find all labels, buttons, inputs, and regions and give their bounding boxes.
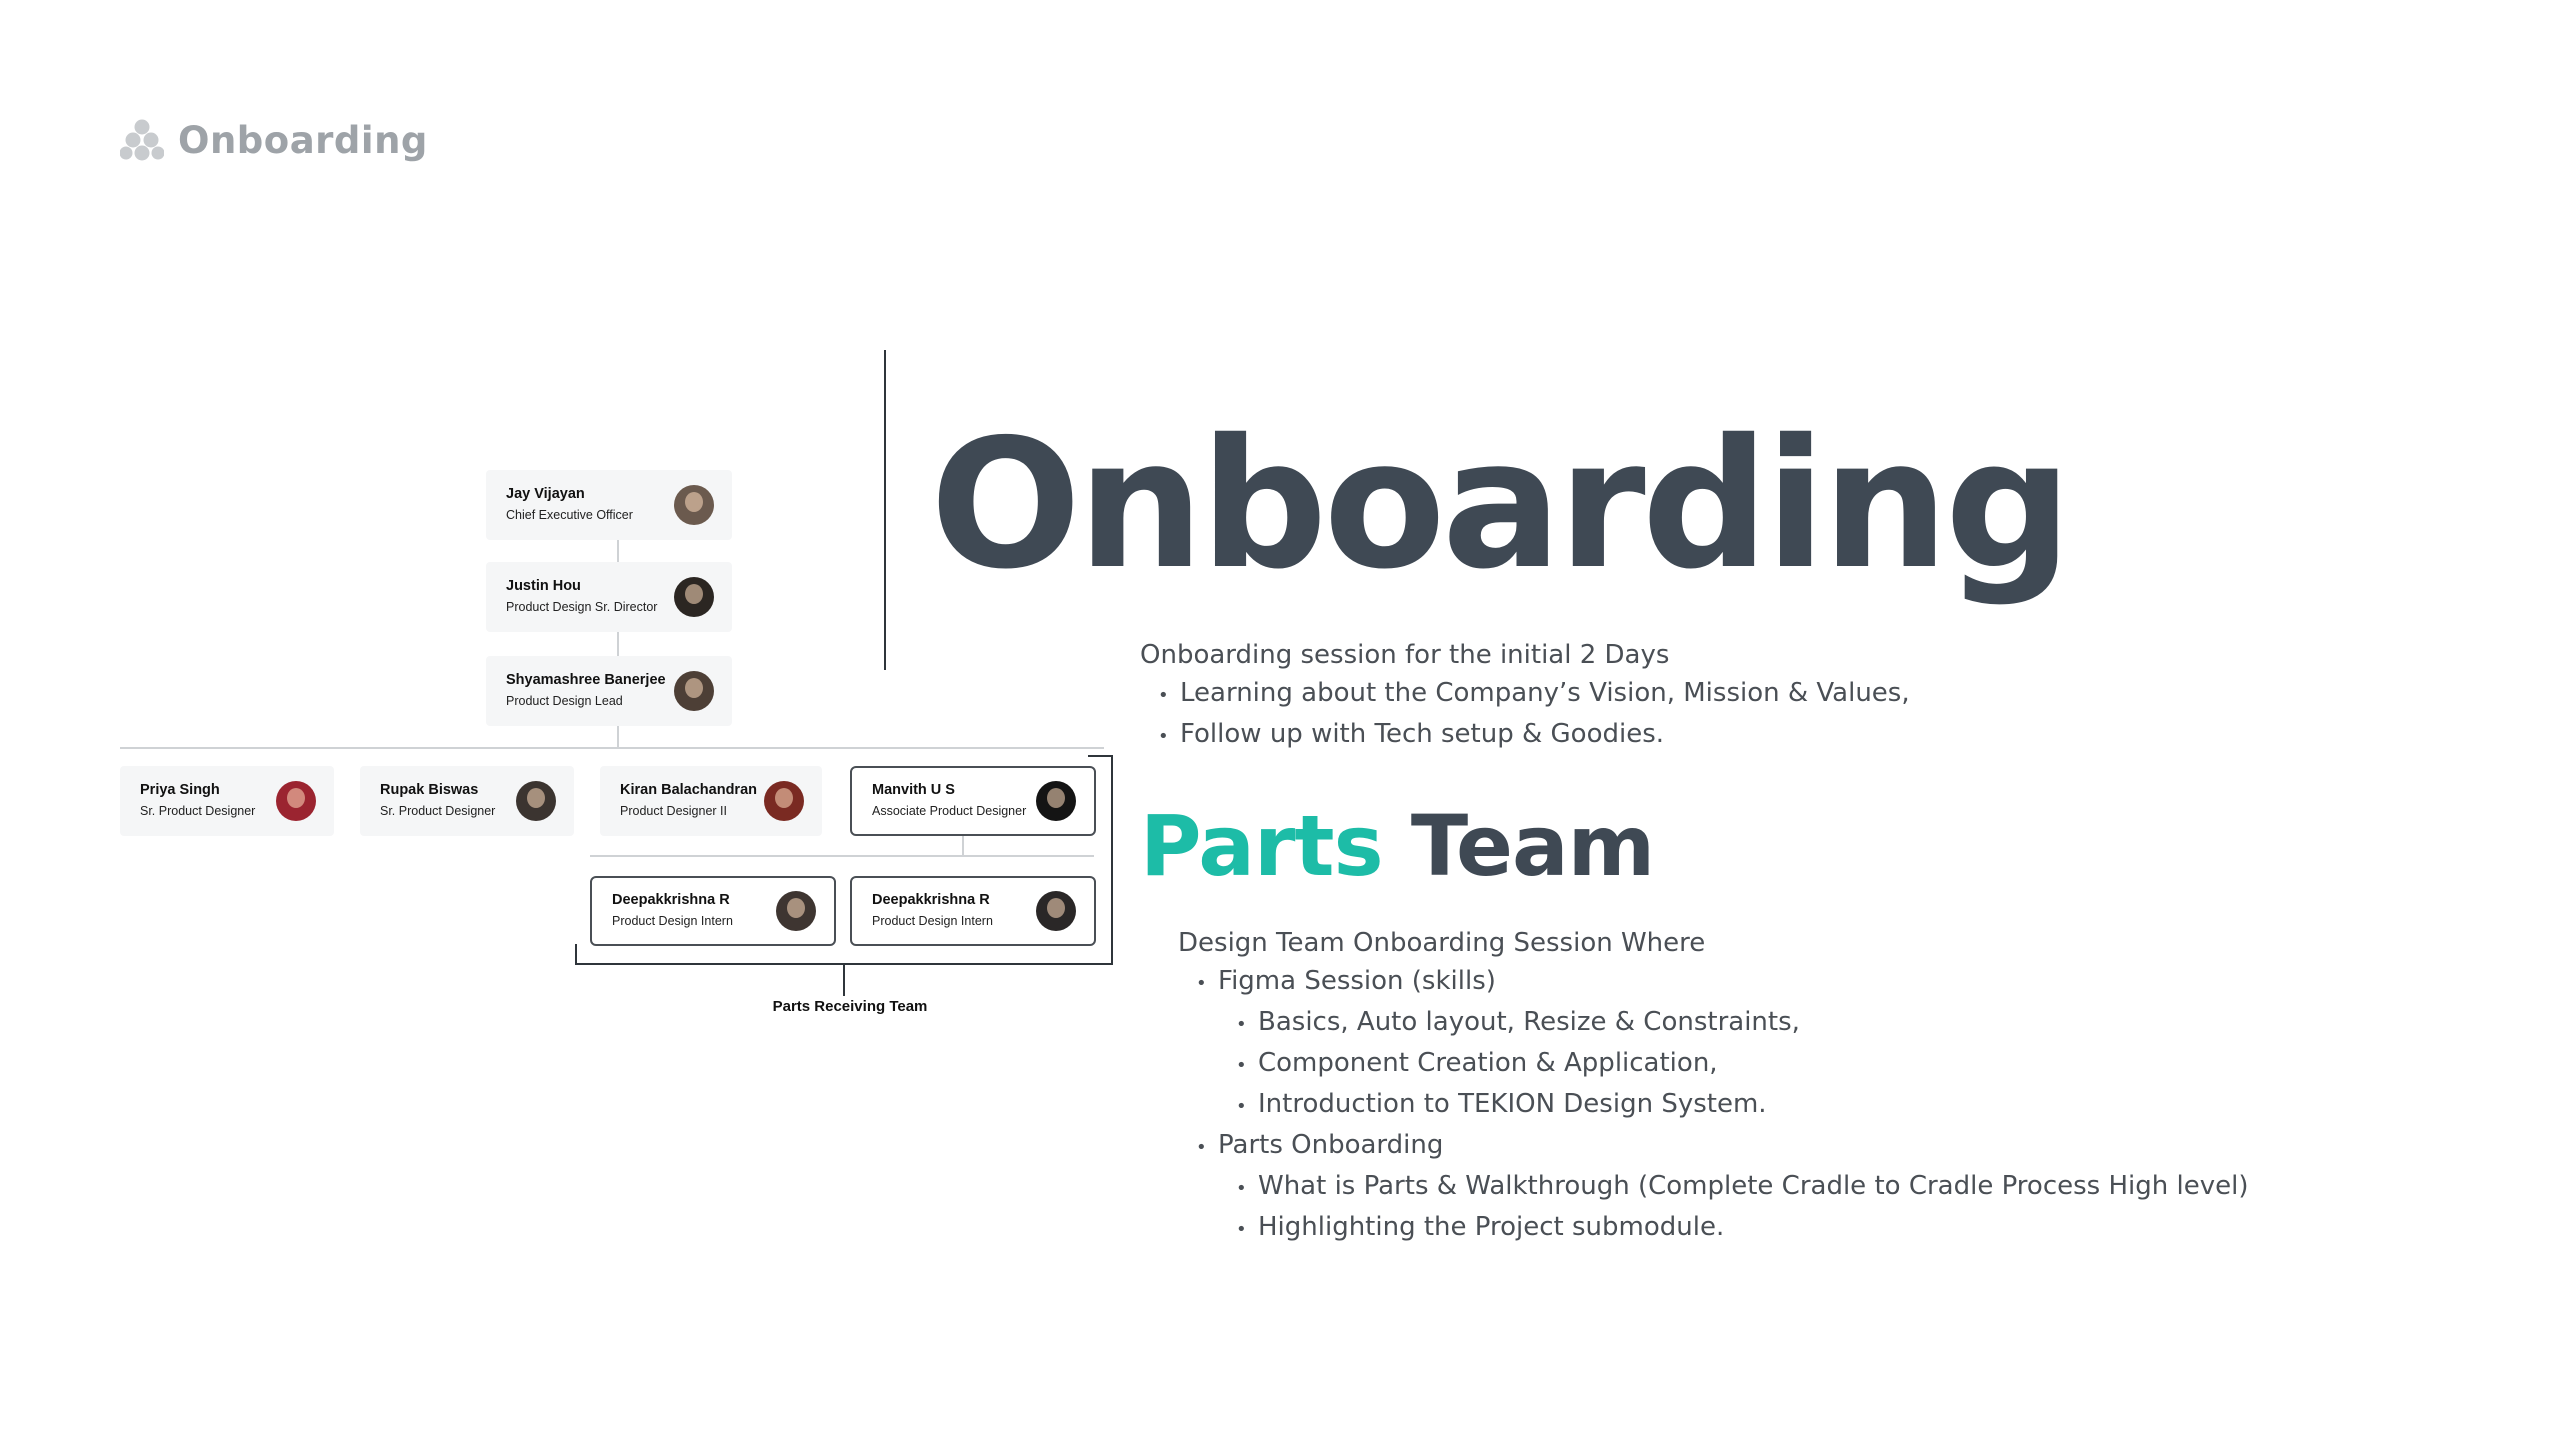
intro-bullet: • Learning about the Company’s Vision, M… — [1140, 674, 1910, 715]
session-section: Design Team Onboarding Session Where • F… — [1178, 924, 2248, 1249]
person-name: Kiran Balachandran — [620, 782, 757, 798]
avatar — [674, 485, 714, 525]
session-subbullet: • Component Creation & Application, — [1178, 1044, 2248, 1085]
avatar — [674, 577, 714, 617]
session-bullet: • Parts Onboarding — [1178, 1126, 2248, 1167]
org-card: Rupak Biswas Sr. Product Designer — [360, 766, 574, 836]
person-name: Rupak Biswas — [380, 782, 479, 798]
person-name: Priya Singh — [140, 782, 220, 798]
brand-label: Onboarding — [178, 118, 428, 162]
avatar — [776, 891, 816, 931]
person-role: Product Design Intern — [872, 914, 993, 928]
avatar — [1036, 781, 1076, 821]
bullet-text: Figma Session (skills) — [1218, 966, 1496, 996]
intro-section: Onboarding session for the initial 2 Day… — [1140, 636, 1910, 756]
bullet-text: Basics, Auto layout, Resize & Constraint… — [1258, 1007, 1800, 1037]
person-role: Product Design Lead — [506, 694, 623, 708]
org-card: Jay Vijayan Chief Executive Officer — [486, 470, 732, 540]
bullet-dot: • — [1158, 726, 1169, 747]
bullet-text: Component Creation & Application, — [1258, 1048, 1718, 1078]
person-role: Product Design Sr. Director — [506, 600, 658, 614]
bullet-text: Highlighting the Project submodule. — [1258, 1212, 1725, 1242]
parts-title-accent: Parts — [1140, 797, 1384, 895]
bullet-text: Follow up with Tech setup & Goodies. — [1180, 719, 1665, 749]
brand: Onboarding — [120, 118, 428, 162]
person-role: Sr. Product Designer — [380, 804, 496, 818]
bullet-dot: • — [1196, 973, 1207, 994]
person-role: Chief Executive Officer — [506, 508, 633, 522]
person-name: Manvith U S — [872, 782, 955, 798]
person-name: Justin Hou — [506, 578, 581, 594]
org-card: Priya Singh Sr. Product Designer — [120, 766, 334, 836]
parts-title-rest: Team — [1410, 797, 1655, 895]
avatar — [764, 781, 804, 821]
intro-bullet: • Follow up with Tech setup & Goodies. — [1140, 715, 1910, 756]
bullet-dot: • — [1236, 1014, 1247, 1035]
bullet-dot: • — [1196, 1137, 1207, 1158]
bullet-dot: • — [1158, 685, 1169, 706]
bullet-dot: • — [1236, 1178, 1247, 1199]
session-subbullet: • Basics, Auto layout, Resize & Constrai… — [1178, 1003, 2248, 1044]
org-chart: Jay Vijayan Chief Executive Officer Just… — [0, 0, 1120, 1100]
team-label: Parts Receiving Team — [772, 998, 928, 1015]
person-role: Associate Product Designer — [872, 804, 1027, 818]
cluster-dots-icon — [120, 119, 164, 161]
bullet-text: Introduction to TEKION Design System. — [1258, 1089, 1767, 1119]
avatar — [1036, 891, 1076, 931]
bullet-dot: • — [1236, 1096, 1247, 1117]
bullet-dot: • — [1236, 1055, 1247, 1076]
vertical-divider — [884, 350, 886, 670]
bullet-dot: • — [1236, 1219, 1247, 1240]
bullet-text: Parts Onboarding — [1218, 1130, 1444, 1160]
session-subbullet: • What is Parts & Walkthrough (Complete … — [1178, 1167, 2248, 1208]
avatar — [516, 781, 556, 821]
session-bullet: • Figma Session (skills) — [1178, 962, 2248, 1003]
person-name: Shyamashree Banerjee — [506, 672, 666, 688]
person-role: Sr. Product Designer — [140, 804, 256, 818]
org-connector-lines — [120, 540, 1113, 996]
person-role: Product Design Intern — [612, 914, 733, 928]
person-role: Product Designer II — [620, 804, 727, 818]
bullet-text: What is Parts & Walkthrough (Complete Cr… — [1258, 1171, 2249, 1201]
org-card: Manvith U S Associate Product Designer — [850, 766, 1096, 836]
session-subbullet: • Introduction to TEKION Design System. — [1178, 1085, 2248, 1126]
session-heading: Design Team Onboarding Session Where — [1178, 928, 1706, 958]
session-subbullet: • Highlighting the Project submodule. — [1178, 1208, 2248, 1249]
org-card: Deepakkrishna R Product Design Intern — [590, 876, 836, 946]
org-card: Deepakkrishna R Product Design Intern — [850, 876, 1096, 946]
org-card: Shyamashree Banerjee Product Design Lead — [486, 656, 732, 726]
person-name: Deepakkrishna R — [612, 892, 730, 908]
hero-title: Onboarding — [930, 401, 2072, 608]
org-card: Justin Hou Product Design Sr. Director — [486, 562, 732, 632]
parts-team-title: Parts Team — [1140, 796, 1655, 896]
avatar — [674, 671, 714, 711]
avatar — [276, 781, 316, 821]
person-name: Deepakkrishna R — [872, 892, 990, 908]
person-name: Jay Vijayan — [506, 486, 585, 502]
bullet-text: Learning about the Company’s Vision, Mis… — [1180, 678, 1910, 708]
intro-heading: Onboarding session for the initial 2 Day… — [1140, 640, 1670, 670]
org-card: Kiran Balachandran Product Designer II — [600, 766, 822, 836]
